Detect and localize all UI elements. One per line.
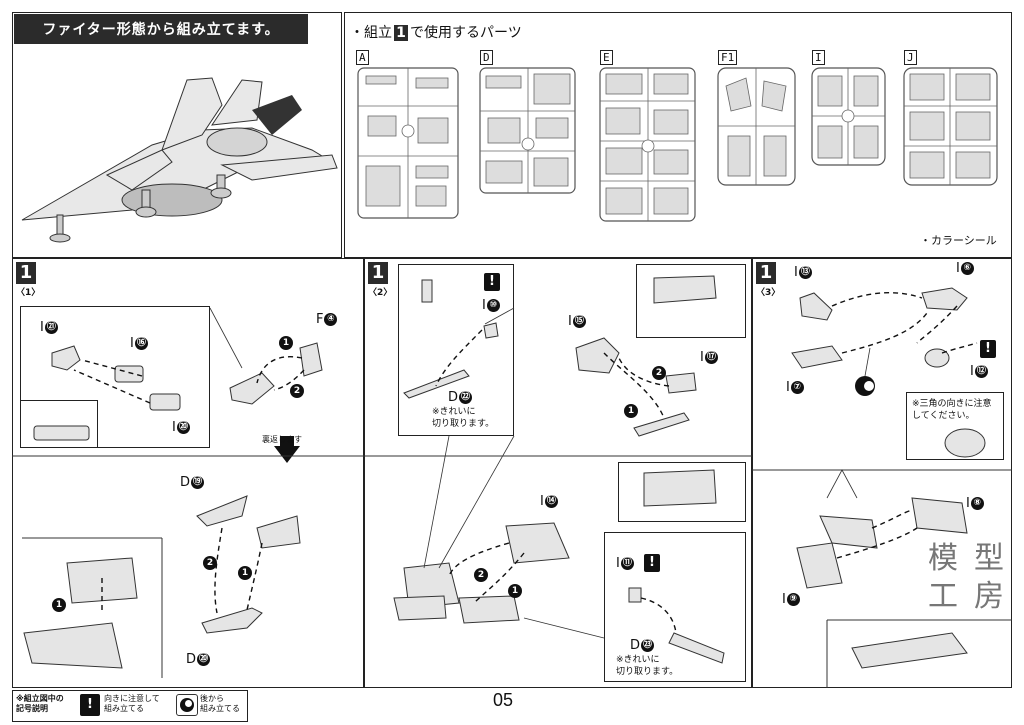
- triangle-note-box: [906, 392, 1004, 460]
- sprue-label-f1: F1: [718, 50, 738, 65]
- panel2-view-box-2: [618, 462, 746, 522]
- top-left-frame: [12, 12, 342, 258]
- legend-orientation-icon: !: [80, 694, 100, 716]
- step-panel-3: [752, 258, 1012, 688]
- panel1-detail-box: [20, 306, 210, 448]
- parts-list-frame: [344, 12, 1012, 258]
- orientation-warning-icon-3: !: [980, 340, 996, 358]
- sprue-label-d: D: [480, 50, 493, 65]
- sprue-label-e: E: [600, 50, 613, 65]
- step-1-2-badge: 1〈2〉: [368, 262, 393, 298]
- sprue-label-a: A: [356, 50, 369, 65]
- panel2-arrow-2a: 2: [652, 366, 666, 380]
- fighter-jet-illustration: [21, 77, 338, 243]
- panel2-arrow-1b: 1: [508, 584, 522, 598]
- parts-title-step-box: 1: [394, 25, 408, 41]
- parts-title-prefix: ・組立: [350, 25, 392, 41]
- cut-cleanly-note-2: ※きれいに 切り取ります。: [616, 655, 679, 677]
- legend-orientation-text: 向きに注意して 組み立てる: [104, 694, 160, 713]
- panel2-detail-box-bottom: [604, 532, 746, 682]
- panel2-arrow-2b: 2: [474, 568, 488, 582]
- orientation-warning-icon: !: [484, 273, 500, 291]
- sprue-label-j: J: [904, 50, 917, 65]
- sprue-label-i: I: [812, 50, 825, 65]
- flip-over-note: 裏返します: [262, 435, 302, 444]
- header-title: ファイター形態から組み立てます。: [14, 14, 308, 44]
- panel1-parts-diagram: [12, 307, 364, 678]
- step-panel-2: [364, 258, 752, 688]
- panel3-parts-diagram: [752, 287, 1012, 688]
- legend-box: [12, 690, 248, 722]
- panel1-arrow-2a: 2: [290, 384, 304, 398]
- sprue-a-diagram: [357, 67, 459, 219]
- panel1-arrow-2b: 2: [203, 556, 217, 570]
- panel2-detail-box-top: [398, 264, 514, 436]
- color-seal-label: ・カラーシール: [920, 234, 997, 247]
- sprue-d-diagram: [479, 67, 576, 194]
- sprue-e-diagram: [599, 67, 696, 222]
- sprue-f1-diagram: [717, 67, 796, 186]
- orientation-warning-icon-2: !: [644, 554, 660, 572]
- triangle-orientation-note: ※三角の向きに注意 してください。: [912, 399, 992, 421]
- panel1-arrow-1c: 1: [52, 598, 66, 612]
- legend-back-icon: [176, 694, 198, 716]
- step-1-3-badge: 1〈3〉: [756, 262, 781, 298]
- step-1-1-badge: 1〈1〉: [16, 262, 41, 298]
- cut-cleanly-note-1: ※きれいに 切り取ります。: [432, 407, 495, 429]
- legend-back-text: 後から 組み立てる: [200, 694, 240, 713]
- step-panel-1: [12, 258, 364, 688]
- panel1-arrow-1b: 1: [238, 566, 252, 580]
- shop-watermark: 模型 工房: [928, 541, 1020, 614]
- sprue-i-diagram: [811, 67, 886, 166]
- panel2-parts-diagram: [364, 275, 752, 664]
- panel2-arrow-1a: 1: [624, 404, 638, 418]
- sprue-j-diagram: [903, 67, 998, 186]
- legend-title: ※組立図中の 記号説明: [16, 694, 64, 713]
- panel1-arrow-1a: 1: [279, 336, 293, 350]
- panel1-inset-box: [20, 400, 98, 448]
- parts-title-suffix: で使用するパーツ: [410, 25, 522, 41]
- panel2-view-box-1: [636, 264, 746, 338]
- page-number: 05: [493, 690, 514, 710]
